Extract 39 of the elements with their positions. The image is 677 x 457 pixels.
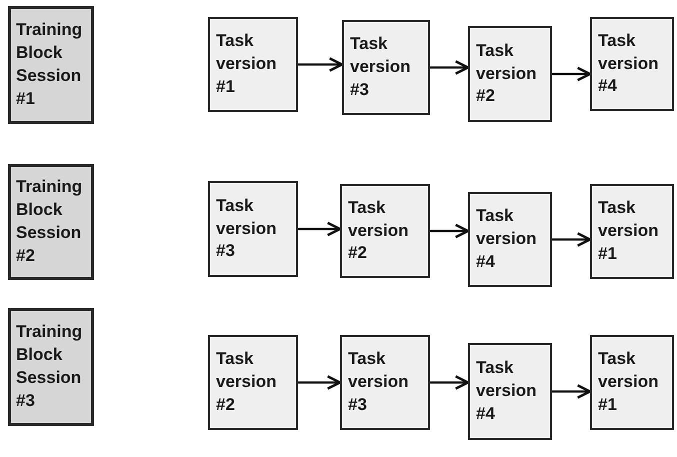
arrow xyxy=(298,222,342,236)
session-box xyxy=(8,164,94,280)
session-box xyxy=(8,6,94,124)
task-box xyxy=(590,17,674,111)
task-label: Task version #3 xyxy=(348,348,410,416)
arrow xyxy=(430,224,470,238)
task-label: Task version #2 xyxy=(216,348,278,416)
task-box xyxy=(208,17,298,112)
task-label: Task version #1 xyxy=(598,348,660,416)
arrow xyxy=(552,66,592,82)
arrow xyxy=(298,375,342,390)
task-box xyxy=(468,192,552,287)
arrow xyxy=(430,375,470,390)
task-label: Task version #3 xyxy=(350,33,412,101)
session-label: Training Block Session #2 xyxy=(16,176,84,267)
arrow xyxy=(552,384,592,399)
task-box xyxy=(468,26,552,122)
task-label: Task version #4 xyxy=(476,357,538,425)
session-box xyxy=(8,308,94,426)
task-box xyxy=(340,335,430,430)
task-box xyxy=(208,181,298,277)
task-label: Task version #1 xyxy=(598,197,660,265)
task-box xyxy=(340,184,430,278)
task-label: Task version #3 xyxy=(216,194,278,262)
session-label: Training Block Session #1 xyxy=(16,19,84,110)
arrow xyxy=(552,232,592,247)
task-box xyxy=(208,335,298,430)
task-box xyxy=(590,184,674,279)
task-label: Task version #4 xyxy=(476,205,538,273)
task-label: Task version #2 xyxy=(476,40,538,108)
task-label: Task version #1 xyxy=(216,30,278,98)
task-box xyxy=(468,343,552,440)
arrow xyxy=(298,57,344,72)
session-label: Training Block Session #3 xyxy=(16,321,84,412)
task-label: Task version #2 xyxy=(348,196,410,264)
task-label: Task version #4 xyxy=(598,30,660,98)
task-box xyxy=(342,20,430,115)
task-box xyxy=(590,335,674,430)
arrow xyxy=(430,60,470,75)
